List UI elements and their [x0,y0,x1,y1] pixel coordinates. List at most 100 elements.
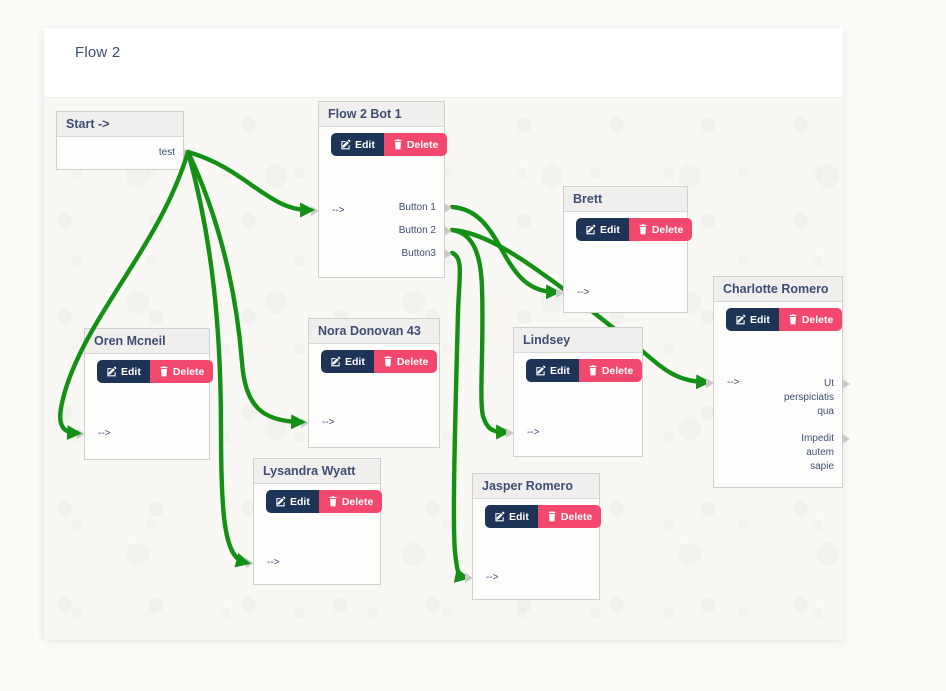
node-title: Lindsey [514,328,642,353]
edit-button-label: Edit [290,495,310,508]
output-port-label: Button 2 [398,225,436,236]
edit-button[interactable]: Edit [321,350,374,373]
input-port-label: --> [267,557,280,568]
output-port-label: Button 1 [398,202,436,213]
edit-button-label: Edit [509,510,529,523]
input-port-label: --> [727,377,740,388]
edit-button[interactable]: Edit [576,218,629,241]
delete-trash-icon [789,314,797,325]
node-title: Start -> [57,112,183,137]
edit-pencil-icon [495,511,505,522]
input-port-icon[interactable] [301,418,309,428]
output-port-icon[interactable] [444,249,452,259]
input-port-label: --> [577,287,590,298]
edit-button[interactable]: Edit [485,505,538,528]
output-port-icon[interactable] [444,203,452,213]
delete-trash-icon [639,224,647,235]
input-port-icon[interactable] [506,428,514,438]
delete-trash-icon [548,511,556,522]
input-port-icon[interactable] [465,573,473,583]
edit-button-label: Edit [750,313,770,326]
edit-button-label: Edit [345,355,365,368]
edit-button-label: Edit [121,365,141,378]
node-actions: Edit Delete [266,490,383,513]
output-port-label: Button3 [401,248,436,259]
delete-button-label: Delete [601,364,634,377]
delete-button[interactable]: Delete [383,133,448,156]
edit-button[interactable]: Edit [526,359,579,382]
input-port-icon[interactable] [556,288,564,298]
input-port-icon[interactable] [706,378,714,388]
input-port-label: --> [98,428,111,439]
edit-pencil-icon [107,366,117,377]
input-port-icon[interactable] [246,558,254,568]
edit-pencil-icon [536,365,546,376]
node-actions: Edit Delete [321,350,438,373]
delete-button[interactable]: Delete [149,360,214,383]
node-actions: Edit Delete [726,308,843,331]
delete-trash-icon [160,366,168,377]
output-port-label: Ut perspiciatis qua [783,378,834,417]
delete-button[interactable]: Delete [318,490,383,513]
node-title: Jasper Romero [473,474,599,499]
output-port-icon[interactable] [444,226,452,236]
output-port-label: Impedit autem sapie [801,433,834,472]
output-port-icon[interactable] [842,379,850,389]
delete-button[interactable]: Delete [373,350,438,373]
delete-button-label: Delete [172,365,205,378]
delete-button-label: Delete [651,223,684,236]
edit-button[interactable]: Edit [266,490,319,513]
node-actions: Edit Delete [576,218,693,241]
node-title: Flow 2 Bot 1 [319,102,444,127]
edit-button-label: Edit [550,364,570,377]
node-start[interactable]: Start -> test [56,111,191,170]
edit-pencil-icon [341,139,351,150]
edit-button[interactable]: Edit [331,133,384,156]
delete-button[interactable]: Delete [628,218,693,241]
delete-trash-icon [589,365,597,376]
delete-button[interactable]: Delete [778,308,843,331]
node-title: Nora Donovan 43 [309,319,439,344]
node-nora[interactable]: Nora Donovan 43 Edit Delete --> [301,318,440,448]
delete-trash-icon [329,496,337,507]
delete-button[interactable]: Delete [537,505,602,528]
edit-pencil-icon [586,224,596,235]
page-title: Flow 2 [75,44,121,61]
node-actions: Edit Delete [485,505,602,528]
node-title: Charlotte Romero [714,277,842,302]
input-port-icon[interactable] [311,206,319,216]
edit-button-label: Edit [355,138,375,151]
node-actions: Edit Delete [526,359,643,382]
input-port-label: --> [486,572,499,583]
input-port-icon[interactable] [77,429,85,439]
node-title: Lysandra Wyatt [254,459,380,484]
delete-button-label: Delete [406,138,439,151]
delete-button[interactable]: Delete [578,359,643,382]
input-port-label: --> [527,427,540,438]
node-title: Oren Mcneil [85,329,209,354]
edit-button[interactable]: Edit [726,308,779,331]
delete-button-label: Delete [560,510,593,523]
output-port-icon[interactable] [183,148,191,158]
input-port-label: --> [332,205,345,216]
node-actions: Edit Delete [331,133,448,156]
node-bot1[interactable]: Flow 2 Bot 1 Edit Delete --> Button 1 Button … [311,101,452,278]
output-port-label: test [158,147,175,158]
node-title: Brett [564,187,687,212]
output-port-icon[interactable] [842,434,850,444]
edit-button[interactable]: Edit [97,360,150,383]
delete-button-label: Delete [341,495,374,508]
delete-button-label: Delete [801,313,834,326]
edit-button-label: Edit [600,223,620,236]
node-actions: Edit Delete [97,360,214,383]
input-port-label: --> [322,417,335,428]
edit-pencil-icon [331,356,341,367]
edit-pencil-icon [736,314,746,325]
delete-button-label: Delete [396,355,429,368]
